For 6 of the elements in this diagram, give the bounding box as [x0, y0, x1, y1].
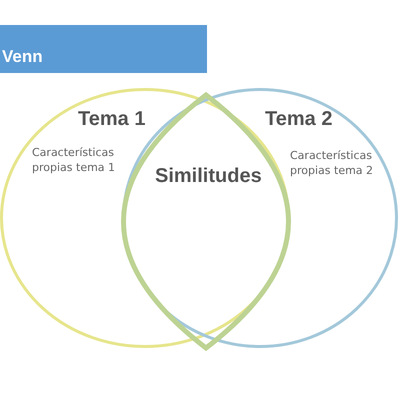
description-text: Características propias tema 2 [290, 148, 374, 178]
topic-heading: Tema 1 [78, 108, 146, 131]
description-text: Características propias tema 1 [32, 145, 116, 175]
topic-heading: Tema 2 [265, 108, 332, 131]
title: Venn [2, 47, 43, 67]
topic-heading: Similitudes [155, 165, 262, 188]
